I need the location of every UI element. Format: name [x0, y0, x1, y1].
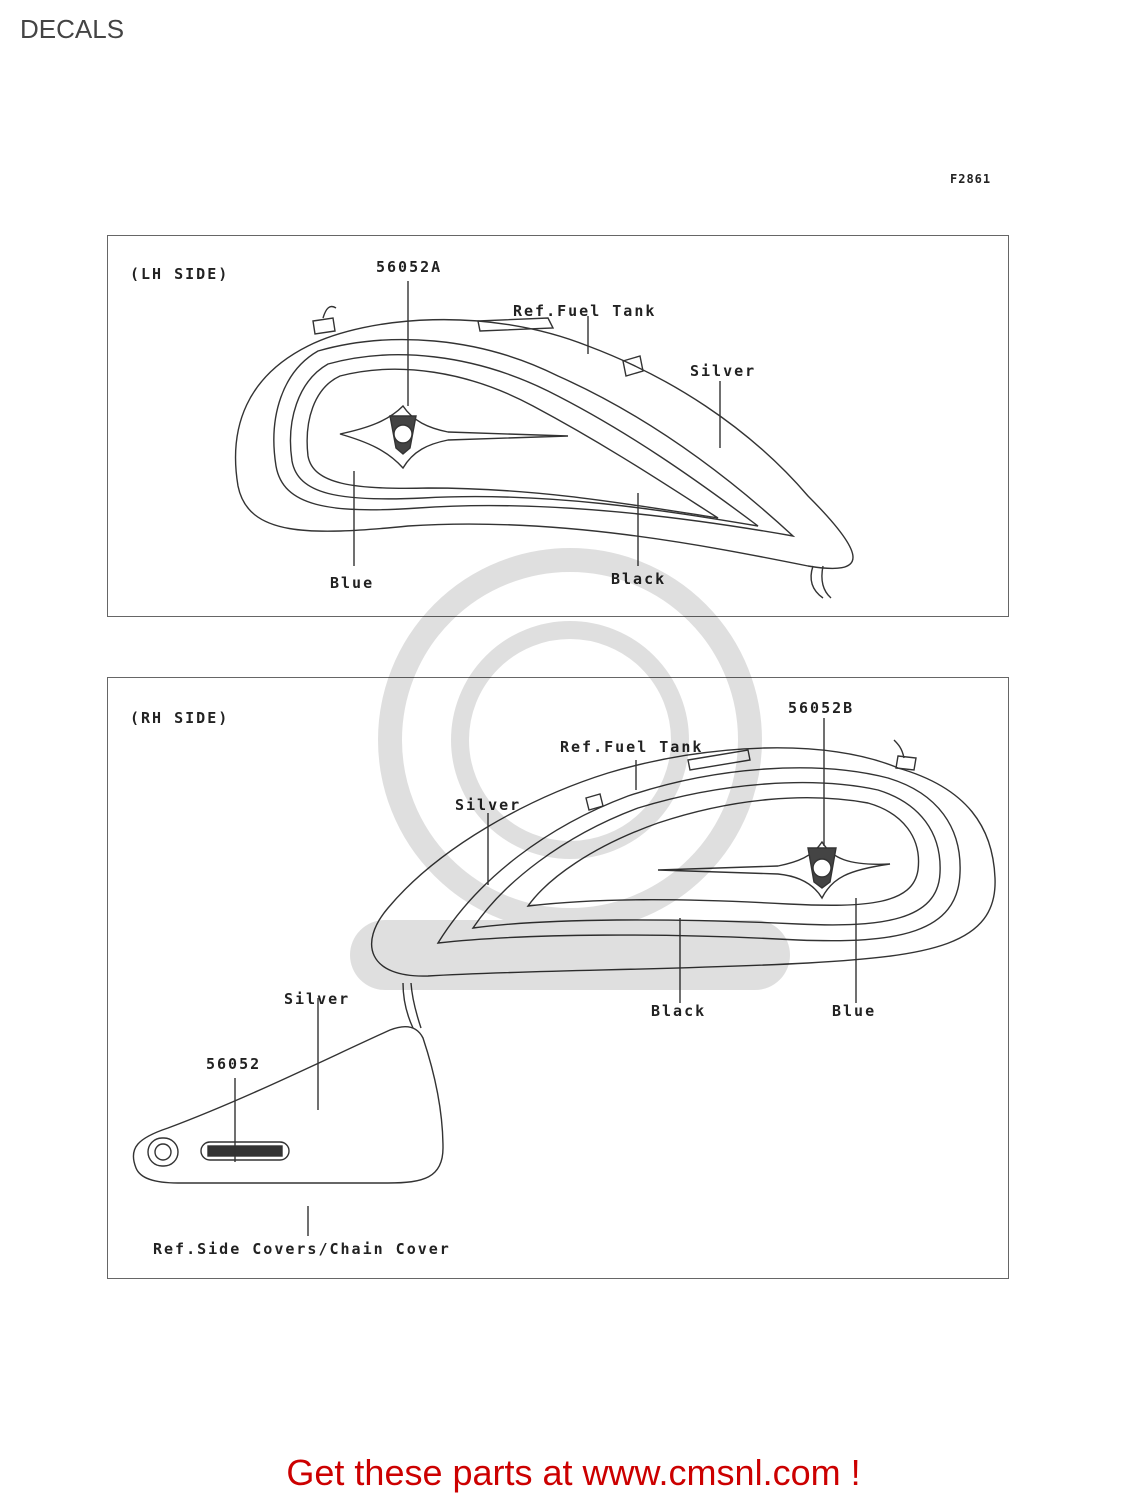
lh-side-panel: (LH SIDE) 56052A Ref.Fuel Tank Silver Bl…: [107, 235, 1009, 617]
rh-silver-cover-label: Silver: [284, 990, 351, 1008]
rh-black-label: Black: [651, 1002, 707, 1020]
lh-fuel-tank-drawing: [234, 281, 854, 599]
page-title: DECALS: [20, 14, 125, 44]
ref-side-covers-label: Ref.Side Covers/Chain Cover: [153, 1240, 451, 1258]
rh-blue-label: Blue: [832, 1002, 877, 1020]
rh-silver-tank-label: Silver: [455, 796, 522, 814]
rh-part-number-56052b: 56052B: [788, 699, 855, 717]
lh-black-label: Black: [611, 570, 667, 588]
footer-cmsnl-link[interactable]: Get these parts at www.cmsnl.com !: [286, 1452, 861, 1493]
lh-side-label: (LH SIDE): [130, 265, 230, 283]
lh-part-number-56052a: 56052A: [376, 258, 443, 276]
lh-blue-label: Blue: [330, 574, 375, 592]
rh-fuel-tank-drawing: [132, 718, 996, 1236]
rh-side-label: (RH SIDE): [130, 709, 230, 727]
rh-ref-fuel-tank-label: Ref.Fuel Tank: [560, 738, 704, 756]
lh-ref-fuel-tank-label: Ref.Fuel Tank: [513, 302, 657, 320]
rh-side-panel: (RH SIDE) 56052B Ref.Fuel Tank Silver Bl…: [107, 677, 1009, 1279]
figure-code: F2861: [950, 172, 992, 186]
lh-silver-label: Silver: [690, 362, 757, 380]
side-cover-part-number-56052: 56052: [206, 1055, 262, 1073]
